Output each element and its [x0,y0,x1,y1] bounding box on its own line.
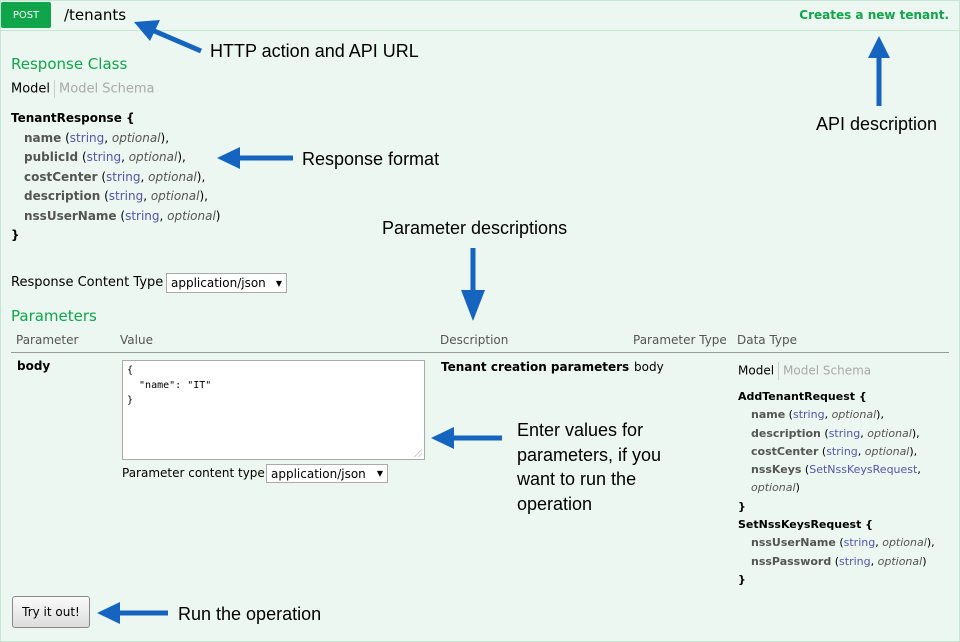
response-class-heading: Response Class [11,55,128,73]
param-content-type-label: Parameter content type: [122,466,269,480]
api-path[interactable]: /tenants [64,6,127,24]
tab-model[interactable]: Model [11,81,51,97]
response-model-tabs: Model Model Schema [11,80,154,98]
resize-handle-icon[interactable] [414,449,422,457]
annotation-parameter-descriptions: Parameter descriptions [382,218,568,238]
model-close-brace: } [11,228,20,242]
model-field: costCenter (string, optional), [24,169,206,184]
model-field: description (string, optional), [24,189,208,203]
chevron-down-icon: ▼ [275,278,282,288]
http-method-badge[interactable]: POST [1,2,51,28]
chevron-down-icon: ▼ [376,469,383,478]
model-field: name (string, optional), [751,408,884,422]
col-header-value: Value [120,333,153,347]
model-field: nssUserName (string, optional), [751,536,935,550]
param-type: body [634,360,664,374]
model-field: publicId (string, optional), [24,150,186,164]
tab-model[interactable]: Model [738,363,775,378]
annotation-run-operation: Run the operation [178,604,322,624]
model-name: SetNssKeysRequest { [738,518,874,532]
response-content-type-select[interactable]: application/json▼ [166,273,287,293]
param-content-type-select[interactable]: application/json▼ [266,464,388,483]
annotation-http: HTTP action and API URL [210,41,419,61]
datatype-model: AddTenantRequest { name (string, optiona… [738,388,935,589]
param-value-textarea[interactable]: { "name": "IT" } [122,360,425,460]
model-field: name (string, optional), [24,130,170,145]
operation-header[interactable]: POST /tenants Creates a new tenant. [0,0,960,31]
datatype-model-tabs: Model Model Schema [738,362,871,380]
col-header-description: Description [440,333,509,347]
model-field: nssPassword (string, optional) [751,554,927,568]
model-field: costCenter (string, optional), [751,444,918,458]
col-header-data-type: Data Type [737,333,798,347]
annotation-api-description: API description [816,114,938,134]
model-name: TenantResponse { [11,111,135,125]
param-description: Tenant creation parameters [441,360,630,374]
response-content-type-label: Response Content Type [11,275,164,290]
annotation-response-format: Response format [302,149,440,169]
table-header-divider [11,352,949,353]
col-header-parameter-type: Parameter Type [633,333,727,347]
try-it-out-button[interactable]: Try it out! [12,596,90,628]
model-field: nssUserName (string, optional) [24,208,221,223]
model-field: nssKeys (SetNssKeysRequest,optional) [751,463,921,495]
model-field: description (string, optional), [751,426,920,440]
annotation-enter-values: Enter values for parameters, if you want… [517,420,662,514]
tab-model-schema[interactable]: Model Schema [59,81,155,97]
col-header-parameter: Parameter [16,333,79,347]
tab-model-schema[interactable]: Model Schema [783,363,872,378]
param-name: body [17,359,51,373]
model-close-brace: } [738,499,746,513]
model-name: AddTenantRequest { [738,390,867,403]
parameters-heading: Parameters [11,307,97,325]
operation-summary[interactable]: Creates a new tenant. [799,8,949,22]
model-close-brace: } [738,572,746,586]
response-model: TenantResponse { name (string, optional)… [11,109,220,246]
